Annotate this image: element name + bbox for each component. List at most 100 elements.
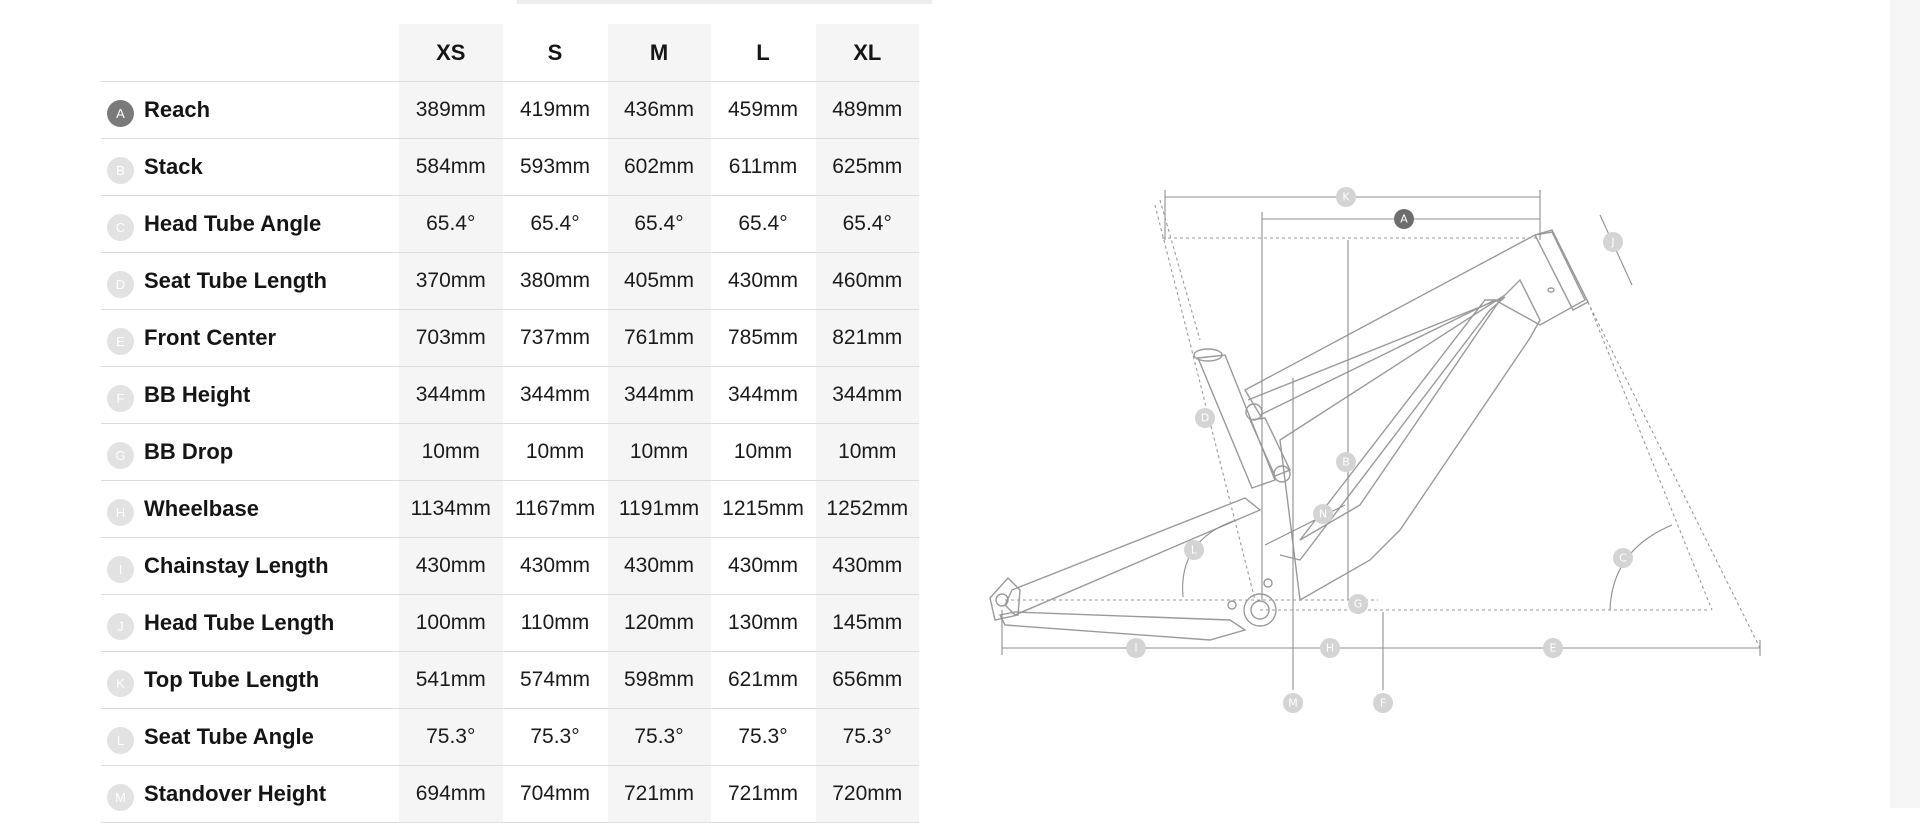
- row-letter-badge: L: [107, 726, 134, 754]
- svg-text:G: G: [1354, 598, 1363, 611]
- svg-text:M: M: [1288, 697, 1298, 710]
- value-cell-xs: 344mm: [399, 366, 503, 424]
- frame-drawing: [989, 229, 1589, 641]
- dimension-lines: [1001, 190, 1761, 690]
- value-cell-m: 75.3°: [606, 708, 711, 766]
- row-label: Head Tube Length: [144, 610, 335, 635]
- top-strip: [517, 0, 932, 4]
- row-letter-badge: C: [107, 213, 134, 241]
- row-letter-badge: B: [107, 156, 134, 184]
- value-cell-s: 574mm: [502, 651, 607, 709]
- value-cell-s: 10mm: [502, 423, 607, 481]
- value-cell-xl: 720mm: [814, 765, 919, 823]
- value-cell-s: 75.3°: [502, 708, 607, 766]
- value-cell-xl: 625mm: [814, 138, 919, 196]
- svg-text:N: N: [1319, 508, 1327, 521]
- value-cell-xs: 10mm: [399, 423, 503, 481]
- row-letter-badge: H: [107, 498, 134, 526]
- size-header-s: S: [502, 24, 607, 82]
- value-cell-l: 65.4°: [710, 195, 815, 253]
- value-cell-m: 430mm: [606, 537, 711, 595]
- diagram-label-j: J: [1603, 232, 1623, 252]
- diagram-label-i: I: [1126, 638, 1146, 658]
- value-cell-xl: 489mm: [814, 81, 919, 139]
- value-cell-s: 593mm: [502, 138, 607, 196]
- value-cell-l: 10mm: [710, 423, 815, 481]
- seat-tube-extension: [1154, 204, 1256, 601]
- value-cell-m: 120mm: [606, 594, 711, 652]
- value-cell-s: 704mm: [502, 765, 607, 823]
- pivot-small-1: [1263, 578, 1273, 588]
- svg-text:F: F: [1380, 697, 1386, 710]
- value-cell-m: 405mm: [606, 252, 711, 310]
- diagram-label-a: A: [1394, 209, 1414, 229]
- bottom-bracket-outer: [1243, 593, 1277, 627]
- value-cell-l: 721mm: [710, 765, 815, 823]
- value-cell-m: 721mm: [606, 765, 711, 823]
- value-cell-l: 459mm: [710, 81, 815, 139]
- value-cell-m: 761mm: [606, 309, 711, 367]
- value-cell-s: 65.4°: [502, 195, 607, 253]
- row-label: BB Height: [144, 382, 251, 407]
- value-cell-l: 621mm: [710, 651, 815, 709]
- value-cell-xs: 370mm: [399, 252, 503, 310]
- value-cell-xs: 389mm: [399, 81, 503, 139]
- bike-geometry-diagram: K A J D B N L C G I H E M F: [989, 187, 1761, 713]
- row-label: Wheelbase: [144, 496, 259, 521]
- value-cell-l: 75.3°: [710, 708, 815, 766]
- seat-angle-reference: [1159, 199, 1201, 341]
- value-cell-xs: 65.4°: [399, 195, 503, 253]
- value-cell-xl: 656mm: [814, 651, 919, 709]
- top-tube: [1244, 231, 1586, 416]
- diagram-label-f: F: [1373, 693, 1393, 713]
- diagram-label-k: K: [1336, 187, 1356, 207]
- diagram-label-g: G: [1348, 594, 1368, 614]
- value-cell-l: 130mm: [710, 594, 815, 652]
- chain-stay: [998, 611, 1247, 641]
- row-letter-badge: I: [107, 555, 134, 583]
- svg-text:D: D: [1201, 412, 1209, 425]
- row-label: Chainstay Length: [144, 553, 329, 578]
- rear-dropout: [989, 576, 1021, 621]
- value-cell-m: 1191mm: [606, 480, 711, 538]
- diagram-label-c: C: [1613, 548, 1633, 568]
- row-label: Front Center: [144, 325, 276, 350]
- row-label: Standover Height: [144, 781, 327, 806]
- svg-text:B: B: [1342, 456, 1350, 469]
- value-cell-xl: 1252mm: [814, 480, 919, 538]
- value-cell-xs: 584mm: [399, 138, 503, 196]
- frame-window: [1299, 299, 1502, 541]
- row-label-wrap: H Wheelbase: [101, 481, 399, 537]
- value-cell-l: 1215mm: [710, 480, 815, 538]
- seat-tube: [1196, 354, 1276, 489]
- svg-text:C: C: [1619, 552, 1627, 565]
- value-cell-s: 110mm: [502, 594, 607, 652]
- value-cell-l: 611mm: [710, 138, 815, 196]
- value-cell-m: 65.4°: [606, 195, 711, 253]
- value-cell-xs: 430mm: [399, 537, 503, 595]
- diagram-label-d: D: [1195, 408, 1215, 428]
- geometry-table-header: XS S M L XL: [101, 24, 919, 82]
- row-letter-badge: K: [107, 669, 134, 697]
- svg-text:E: E: [1550, 642, 1557, 655]
- svg-text:A: A: [1400, 213, 1408, 226]
- dim-n-line: [1264, 504, 1346, 546]
- seat-collar: [1193, 348, 1223, 362]
